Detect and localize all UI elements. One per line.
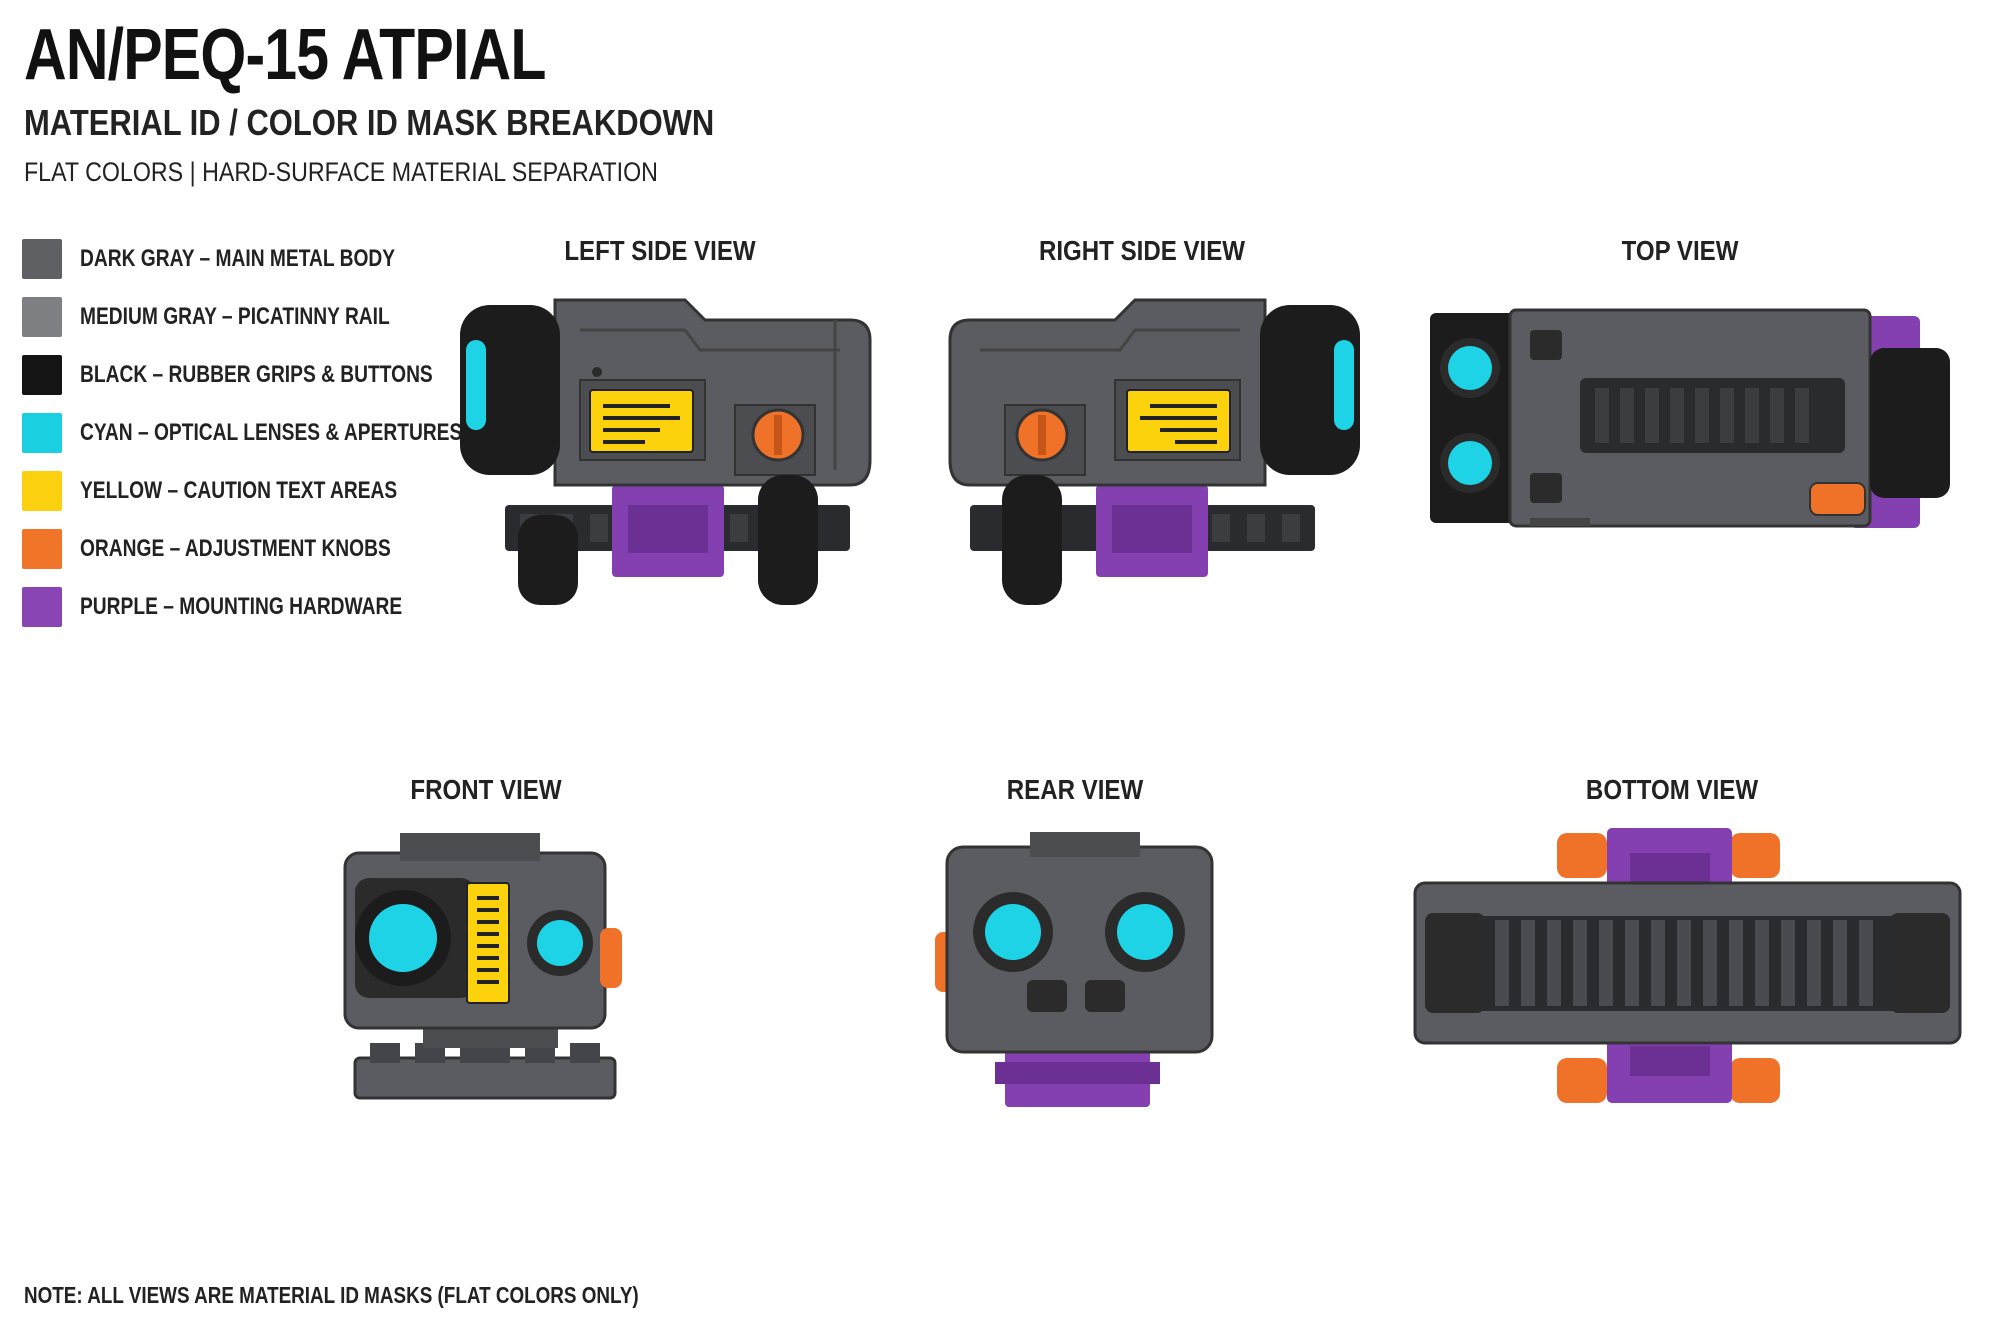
rear-view <box>935 832 1214 1107</box>
swatch-medium-gray <box>22 297 62 337</box>
legend-item-medium-gray: MEDIUM GRAY – PICATINNY RAIL <box>22 288 558 346</box>
swatch-cyan <box>22 413 62 453</box>
legend-item-dark-gray: DARK GRAY – MAIN METAL BODY <box>22 230 558 288</box>
page-subtitle: MATERIAL ID / COLOR ID MASK BREAKDOWN <box>24 102 715 143</box>
top-view <box>1430 308 1950 528</box>
legend-item-purple: PURPLE – MOUNTING HARDWARE <box>22 578 558 636</box>
page-title: AN/PEQ-15 ATPIAL <box>24 15 546 95</box>
rear-view-label: REAR VIEW <box>1006 774 1144 805</box>
legend-label: DARK GRAY – MAIN METAL BODY <box>80 245 396 272</box>
left-view-label: LEFT SIDE VIEW <box>564 235 756 266</box>
footer-note: NOTE: ALL VIEWS ARE MATERIAL ID MASKS (F… <box>24 1282 639 1308</box>
color-legend: DARK GRAY – MAIN METAL BODY MEDIUM GRAY … <box>22 230 558 636</box>
top-view-label: TOP VIEW <box>1621 235 1739 266</box>
front-view <box>343 833 622 1100</box>
legend-label: YELLOW – CAUTION TEXT AREAS <box>80 477 398 504</box>
swatch-purple <box>22 587 62 627</box>
legend-item-orange: ORANGE – ADJUSTMENT KNOBS <box>22 520 558 578</box>
legend-label: ORANGE – ADJUSTMENT KNOBS <box>80 535 391 562</box>
front-view-label: FRONT VIEW <box>410 774 562 805</box>
legend-label: CYAN – OPTICAL LENSES & APERTURES <box>80 419 463 446</box>
bottom-view <box>1413 828 1962 1103</box>
swatch-dark-gray <box>22 239 62 279</box>
left-side-view <box>460 298 872 605</box>
swatch-black <box>22 355 62 395</box>
legend-label: BLACK – RUBBER GRIPS & BUTTONS <box>80 361 433 388</box>
swatch-yellow <box>22 471 62 511</box>
swatch-orange <box>22 529 62 569</box>
legend-item-black: BLACK – RUBBER GRIPS & BUTTONS <box>22 346 558 404</box>
legend-item-cyan: CYAN – OPTICAL LENSES & APERTURES <box>22 404 558 462</box>
right-view-label: RIGHT SIDE VIEW <box>1038 235 1246 266</box>
right-side-view <box>948 298 1360 605</box>
legend-label: PURPLE – MOUNTING HARDWARE <box>80 593 403 620</box>
bottom-view-label: BOTTOM VIEW <box>1585 774 1759 805</box>
legend-label: MEDIUM GRAY – PICATINNY RAIL <box>80 303 390 330</box>
legend-item-yellow: YELLOW – CAUTION TEXT AREAS <box>22 462 558 520</box>
page-tagline: FLAT COLORS | HARD-SURFACE MATERIAL SEPA… <box>24 157 658 187</box>
